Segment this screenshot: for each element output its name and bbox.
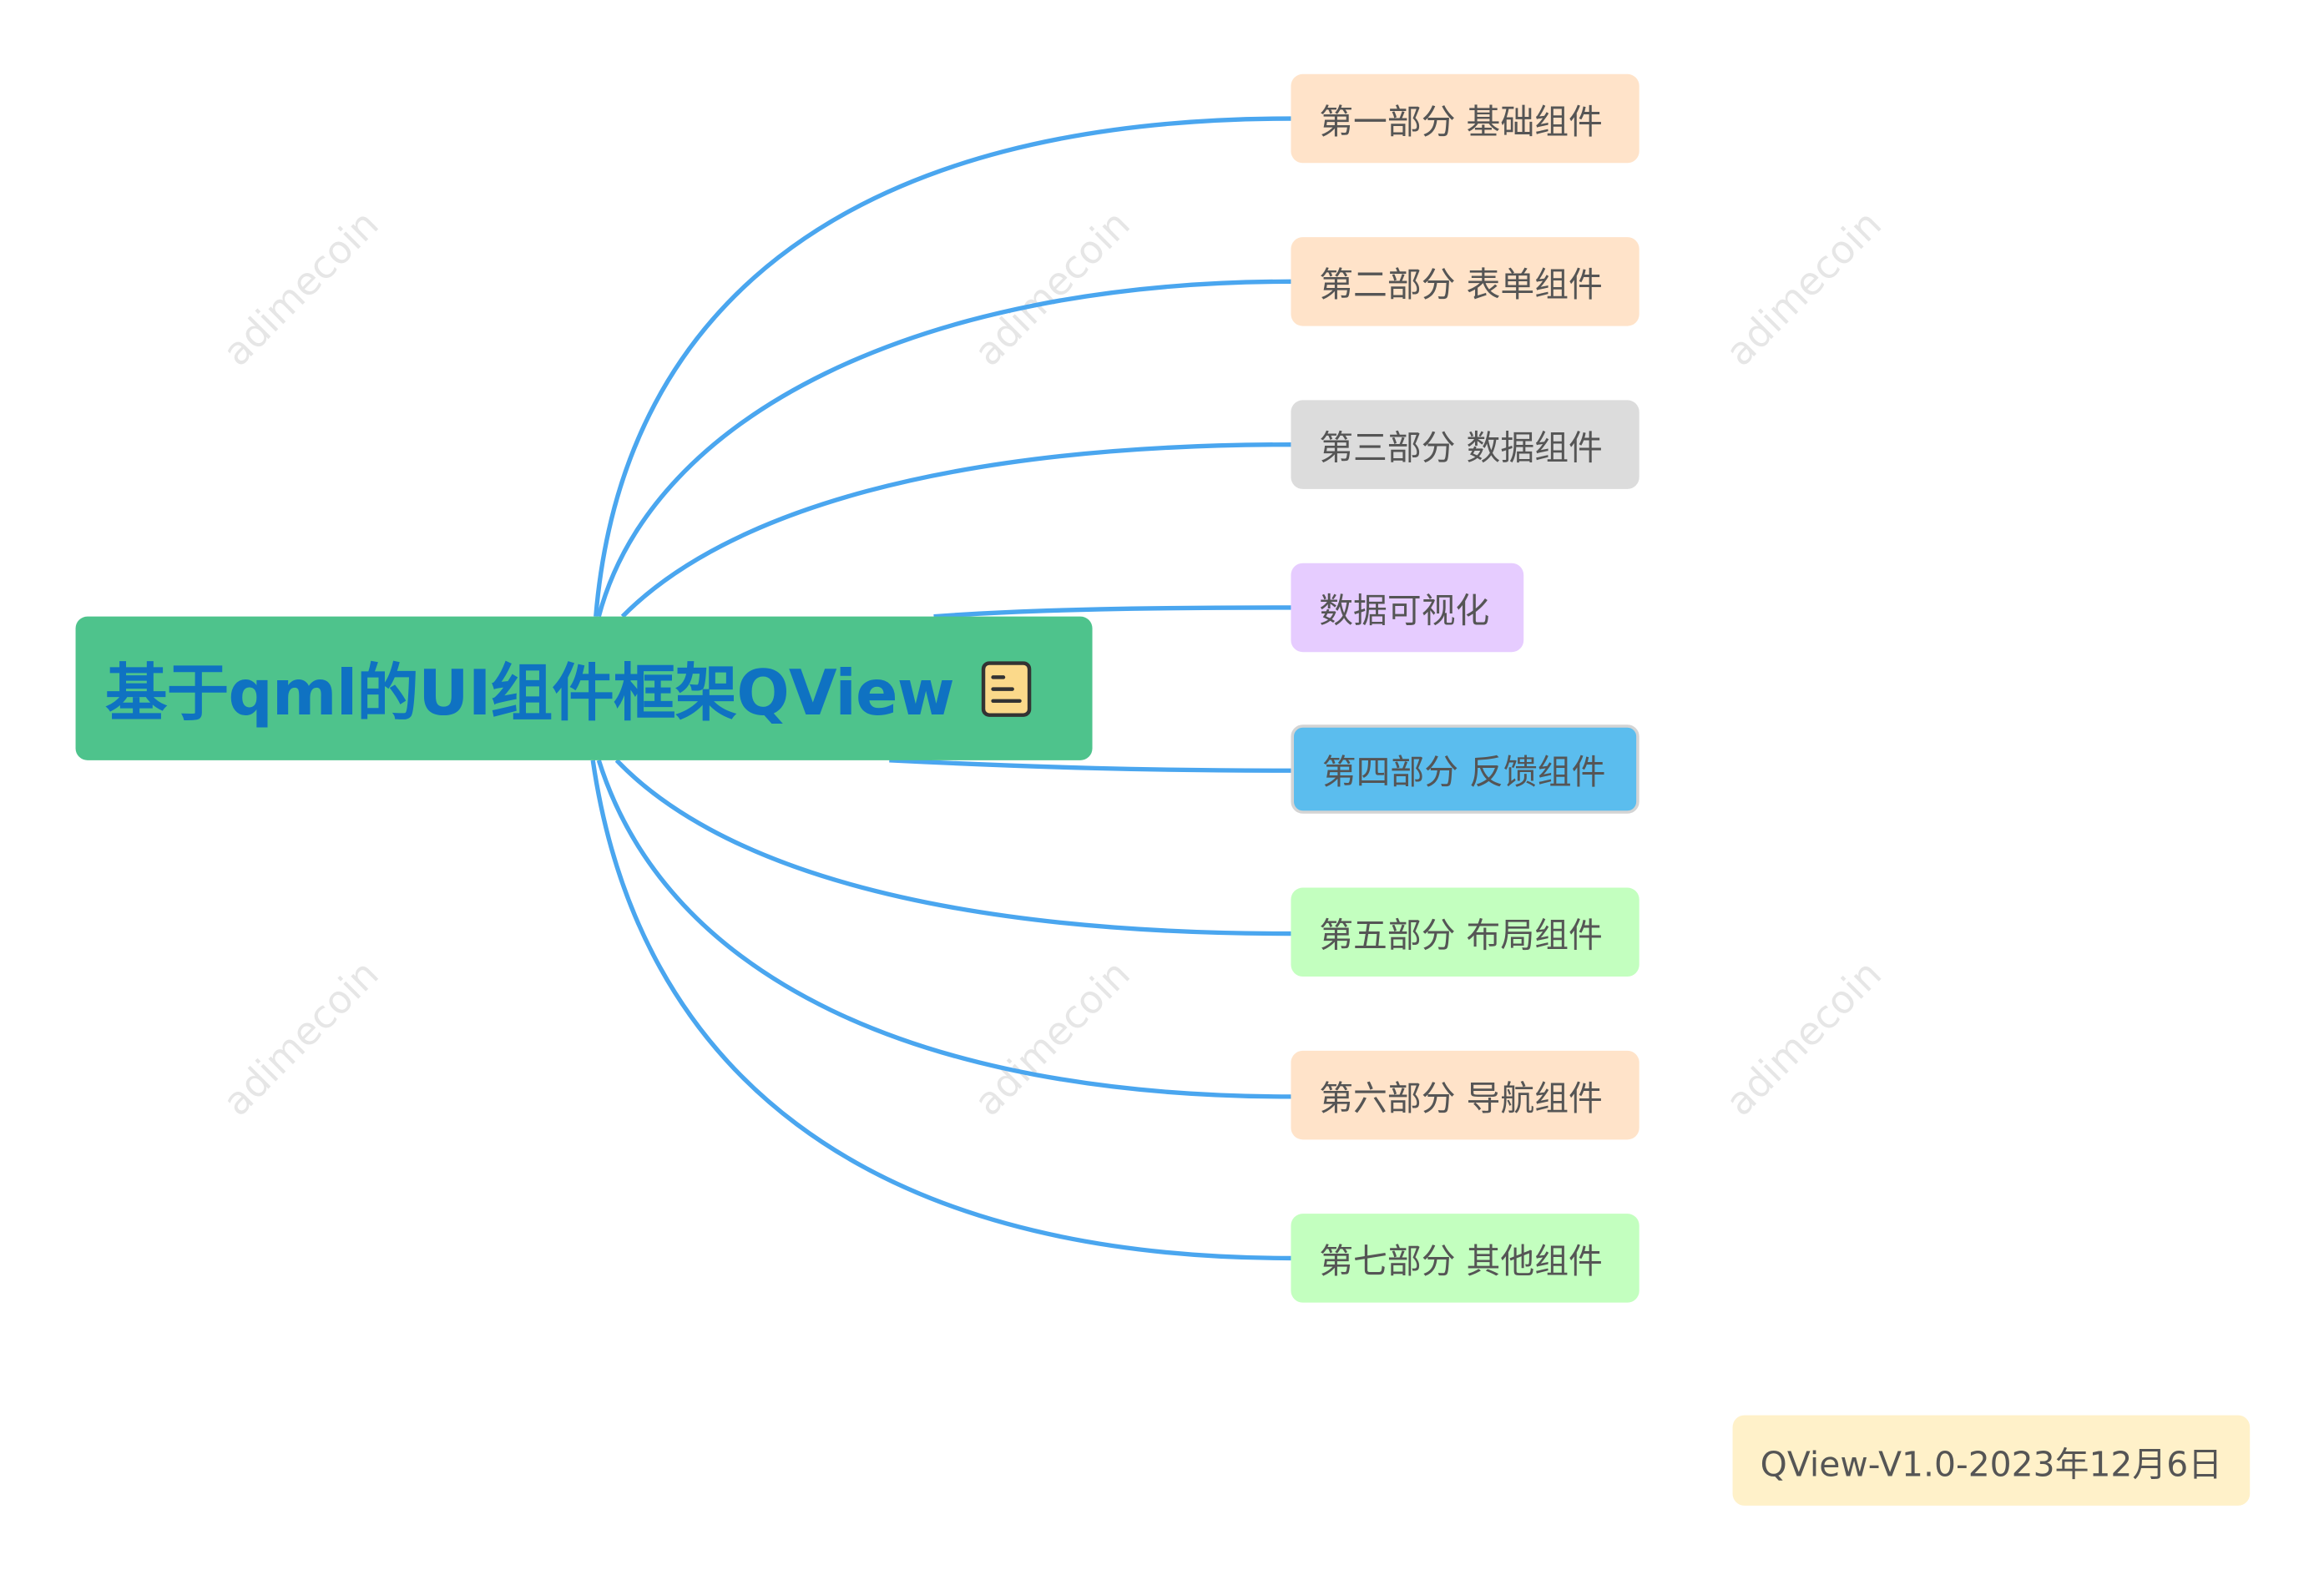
- branch-connector: [594, 116, 1291, 617]
- topic-label: 第三部分 数据组件: [1319, 429, 1603, 469]
- branch-connector: [933, 605, 1291, 619]
- branch-connector: [596, 760, 1291, 1099]
- root-topic-title: 基于qml的UI组件框架QView: [105, 656, 955, 729]
- branch-connector: [614, 758, 1291, 936]
- topic-feedback-components[interactable]: 第四部分 反馈组件: [1291, 724, 1639, 814]
- topic-other-components[interactable]: 第七部分 其他组件: [1291, 1214, 1639, 1303]
- topic-label: 第六部分 导航组件: [1319, 1080, 1603, 1119]
- branch-connector: [596, 279, 1291, 618]
- root-topic[interactable]: 基于qml的UI组件框架QView: [75, 616, 1093, 760]
- version-note-label: QView-V1.0-2023年12月6日: [1760, 1446, 2223, 1485]
- note-icon[interactable]: [981, 660, 1031, 717]
- branch-connector: [889, 758, 1291, 773]
- topic-layout-components[interactable]: 第五部分 布局组件: [1291, 887, 1639, 977]
- topic-data-visualization[interactable]: 数据可视化: [1291, 563, 1524, 653]
- topic-basic-components[interactable]: 第一部分 基础组件: [1291, 73, 1639, 164]
- topic-label: 第二部分 表单组件: [1319, 266, 1603, 305]
- topic-label: 第一部分 基础组件: [1319, 103, 1603, 143]
- branch-connector: [590, 760, 1291, 1261]
- topic-label: 第七部分 其他组件: [1319, 1243, 1603, 1282]
- branch-connector: [620, 442, 1291, 618]
- topic-navigation-components[interactable]: 第六部分 导航组件: [1291, 1050, 1639, 1140]
- topic-label: 第四部分 反馈组件: [1321, 754, 1606, 793]
- topic-label: 第五部分 布局组件: [1319, 917, 1603, 957]
- topic-label: 数据可视化: [1319, 593, 1490, 632]
- topic-data-components[interactable]: 第三部分 数据组件: [1291, 400, 1639, 489]
- version-note[interactable]: QView-V1.0-2023年12月6日: [1732, 1415, 2251, 1506]
- topic-form-components[interactable]: 第二部分 表单组件: [1291, 237, 1639, 326]
